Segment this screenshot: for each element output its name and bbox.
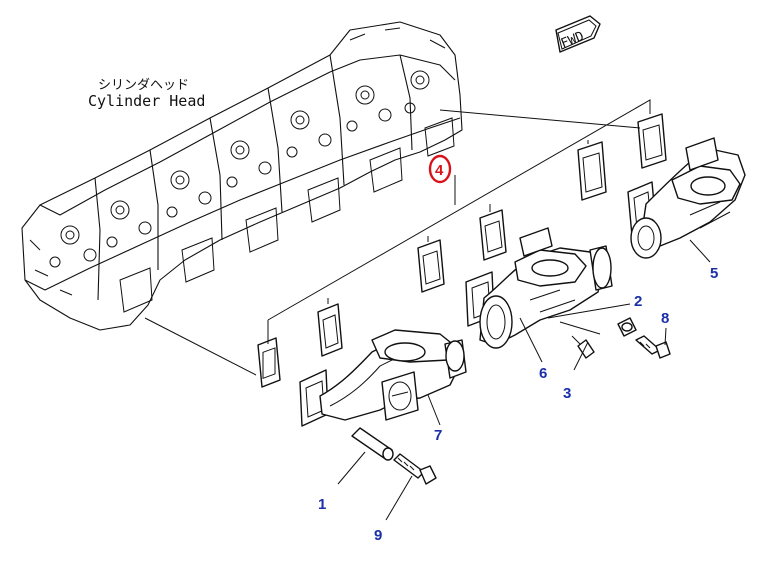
gasket bbox=[417, 239, 445, 293]
center-exhaust-manifold bbox=[465, 227, 613, 349]
callout-6: 6 bbox=[539, 365, 547, 382]
stud-bolt bbox=[393, 453, 437, 485]
cylinder-head-assembly bbox=[21, 21, 463, 331]
callout-5: 5 bbox=[710, 265, 718, 282]
bolt-small bbox=[571, 335, 595, 359]
callout-3: 3 bbox=[563, 385, 571, 402]
gasket bbox=[317, 303, 343, 357]
front-exhaust-manifold bbox=[299, 329, 467, 427]
callout-1: 1 bbox=[318, 496, 326, 513]
gasket bbox=[479, 209, 507, 261]
callout-leaders bbox=[337, 239, 711, 521]
spacer-nut bbox=[617, 317, 637, 337]
callout-9: 9 bbox=[374, 527, 382, 544]
rear-exhaust-manifold bbox=[627, 137, 746, 259]
callout-2: 2 bbox=[634, 293, 642, 310]
bolt-right bbox=[635, 335, 671, 359]
forward-direction-badge: FWD bbox=[555, 15, 601, 53]
callout-4: 4 bbox=[435, 162, 444, 179]
gasket bbox=[577, 141, 607, 201]
gasket bbox=[257, 337, 281, 388]
gasket bbox=[637, 113, 667, 169]
cylinder-head-label-jp: シリンダヘッド bbox=[98, 78, 189, 93]
gasket-set bbox=[144, 99, 667, 388]
callout-4-highlighted: 4 bbox=[428, 154, 452, 184]
callout-7: 7 bbox=[434, 427, 442, 444]
sleeve-part bbox=[351, 427, 394, 461]
callout-8: 8 bbox=[661, 310, 669, 327]
cylinder-head-label-en: Cylinder Head bbox=[88, 92, 205, 110]
